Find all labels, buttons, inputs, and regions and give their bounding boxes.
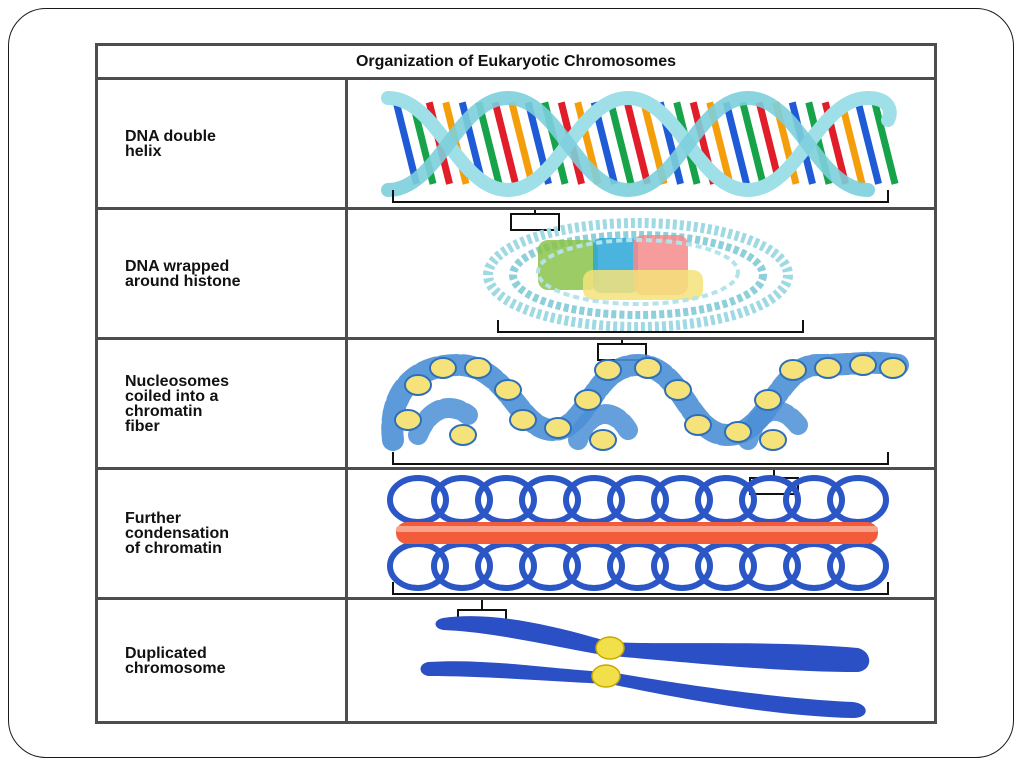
row-further-condensation: Further condensation of chromatin bbox=[98, 470, 934, 600]
row-art bbox=[348, 600, 934, 721]
chromosome-illustration bbox=[420, 600, 870, 718]
chromosome-organization-figure: Organization of Eukaryotic Chromosomes D… bbox=[95, 43, 937, 724]
row-label-text: DNA double helix bbox=[125, 127, 216, 160]
row-dna-double-helix: DNA double helix bbox=[98, 80, 934, 210]
row-art bbox=[348, 470, 934, 597]
row-label-text: Duplicated chromosome bbox=[125, 644, 226, 677]
row-label: Duplicated chromosome bbox=[98, 600, 348, 721]
row-label: Nucleosomes coiled into a chromatin fibe… bbox=[98, 340, 348, 467]
slide-frame bbox=[8, 8, 1014, 758]
chromatin-fiber-illustration bbox=[381, 340, 909, 465]
row-label-text: Nucleosomes coiled into a chromatin fibe… bbox=[125, 372, 230, 435]
row-art bbox=[348, 80, 934, 207]
row-art bbox=[348, 210, 934, 337]
dna-helix-illustration bbox=[381, 90, 899, 203]
figure-title: Organization of Eukaryotic Chromosomes bbox=[98, 46, 934, 80]
condensed-chromatin-illustration bbox=[387, 470, 889, 595]
row-dna-wrapped-histone: DNA wrapped around histone bbox=[98, 210, 934, 340]
nucleosome-illustration bbox=[483, 210, 804, 333]
row-duplicated-chromosome: Duplicated chromosome bbox=[98, 600, 934, 721]
row-label-text: Further condensation of chromatin bbox=[125, 510, 230, 557]
row-label: DNA wrapped around histone bbox=[98, 210, 348, 337]
row-label: DNA double helix bbox=[98, 80, 348, 207]
row-label-text: DNA wrapped around histone bbox=[125, 257, 241, 290]
row-art bbox=[348, 340, 934, 467]
row-chromatin-fiber: Nucleosomes coiled into a chromatin fibe… bbox=[98, 340, 934, 470]
row-label: Further condensation of chromatin bbox=[98, 470, 348, 597]
